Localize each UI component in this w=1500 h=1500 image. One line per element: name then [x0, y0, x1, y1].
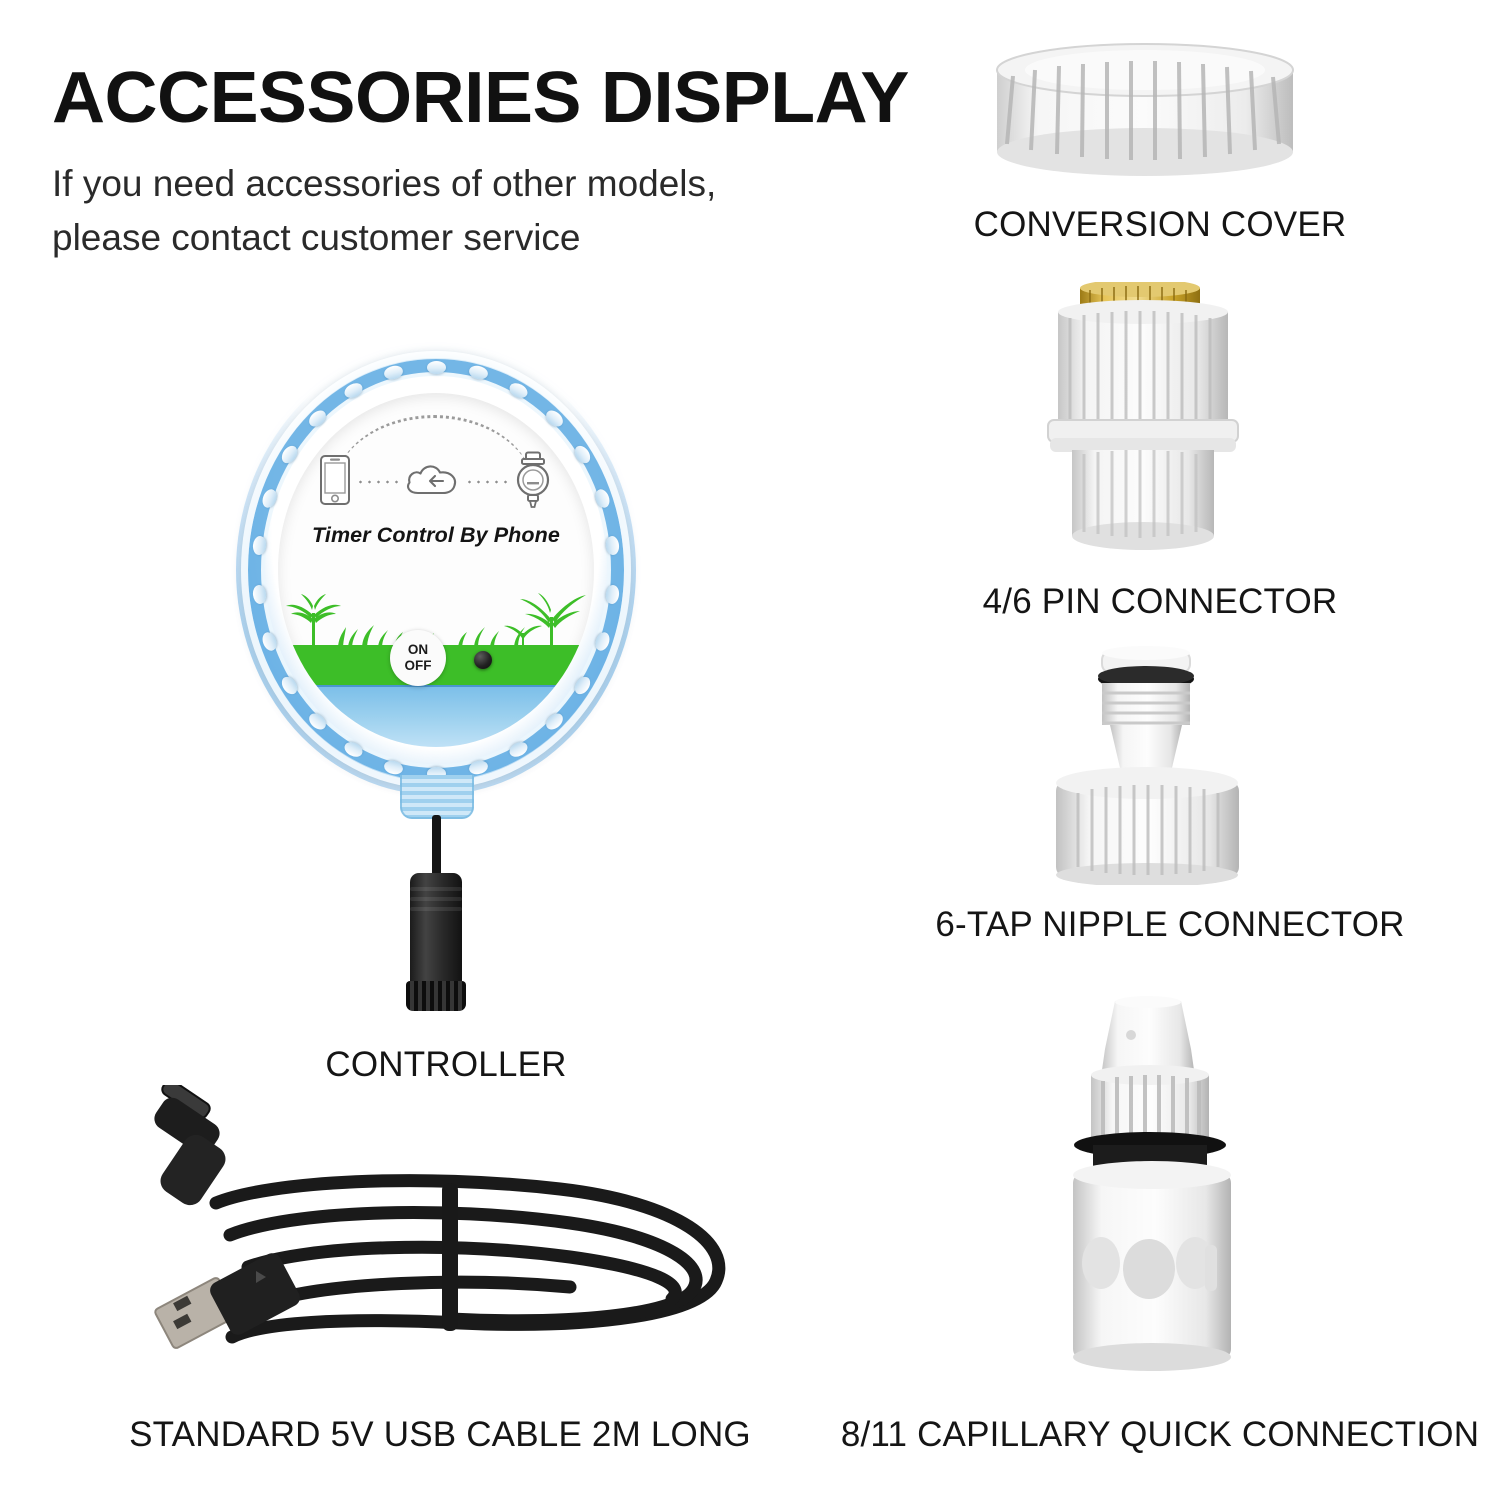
subtitle-line-2: please contact customer service: [52, 217, 581, 259]
rim-bump: [426, 360, 446, 374]
controller-face-title: Timer Control By Phone: [312, 523, 560, 547]
subtitle-line-1: If you need accessories of other models,: [52, 163, 717, 205]
page-title: ACCESSORIES DISPLAY: [52, 58, 909, 138]
dc-power-jack: [410, 873, 462, 995]
on-label: ON: [407, 641, 429, 657]
controller-item: Timer Control By Phone: [236, 345, 656, 1084]
link-dots-left: [356, 480, 399, 484]
controller-power-cable: [432, 815, 441, 879]
dotted-arc: [334, 415, 534, 490]
usb-cable-caption: STANDARD 5V USB CABLE 2M LONG: [129, 1415, 751, 1454]
usb-cable-item: [120, 1079, 760, 1385]
on-off-button[interactable]: ON OFF: [390, 630, 446, 686]
link-dots-right: [465, 480, 508, 484]
quick-connection-graphic: [1073, 996, 1231, 1371]
nipple-connector-item: [1040, 645, 1255, 887]
led-indicator: [474, 651, 492, 669]
conversion-cover-item: [985, 40, 1305, 190]
nipple-connector-graphic: [1056, 646, 1239, 887]
conversion-cover-graphic: [996, 43, 1294, 176]
water-timer-icon: [512, 451, 554, 514]
pin-connector-graphic: [1047, 279, 1239, 550]
usb-cable-graphic: [154, 1079, 726, 1349]
water-graphic: [278, 685, 594, 747]
page-subtitle: If you need accessories of other models,…: [52, 157, 852, 265]
controller-caption: CONTROLLER: [325, 1045, 567, 1084]
controller-device: Timer Control By Phone: [236, 345, 636, 795]
dc-jack-collar: [406, 981, 466, 1011]
nipple-connector-caption: 6-TAP NIPPLE CONNECTOR: [935, 905, 1405, 944]
off-label: OFF: [404, 658, 432, 673]
smartphone-icon: [318, 454, 352, 511]
quick-connection-item: [1045, 995, 1260, 1375]
controller-outlet-thread: [400, 775, 474, 819]
usb-a-plug: [154, 1253, 300, 1349]
pin-connector-caption: 4/6 PIN CONNECTOR: [982, 582, 1338, 621]
pin-connector-item: [1030, 279, 1260, 562]
controller-face: Timer Control By Phone: [278, 393, 594, 747]
conversion-cover-caption: CONVERSION COVER: [973, 205, 1347, 244]
quick-connection-caption: 8/11 CAPILLARY QUICK CONNECTION: [840, 1415, 1480, 1454]
dc-barrel-plug: [154, 1079, 226, 1206]
cloud-icon: [403, 460, 461, 505]
connectivity-icon-row: [318, 451, 554, 513]
header-block: ACCESSORIES DISPLAY If you need accessor…: [52, 61, 932, 265]
